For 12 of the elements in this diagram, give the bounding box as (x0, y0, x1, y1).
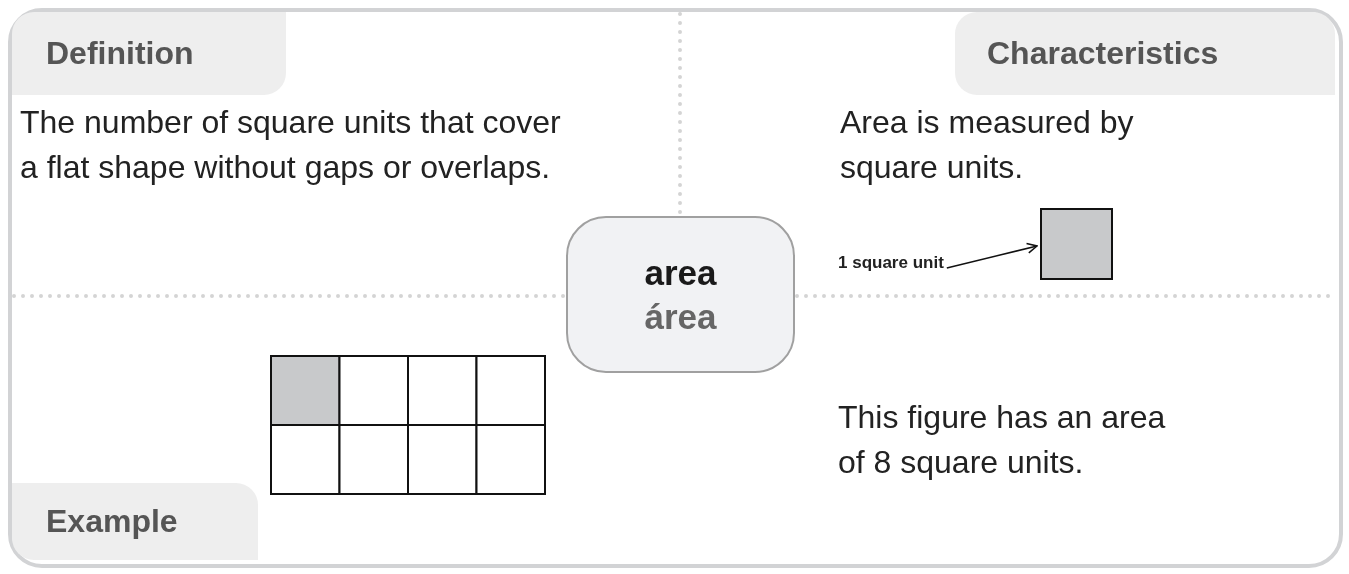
body-text: The number of square units that cover a flat shape without gaps or overlaps. (20, 103, 562, 187)
translation-text: área (644, 295, 717, 338)
body-text: Area is measured by square units. (840, 103, 1135, 187)
callout-text: 1 square unit (838, 246, 944, 280)
term-card (566, 216, 795, 373)
term-text: area (644, 251, 717, 294)
leader-line (946, 242, 1038, 269)
section-tab: Characteristics (955, 12, 1335, 95)
section-tab: Definition (12, 12, 286, 95)
section-tab: Example (12, 483, 258, 560)
body-text: This figure has an area of 8 square units. (838, 398, 1167, 482)
square-unit (1040, 208, 1113, 280)
